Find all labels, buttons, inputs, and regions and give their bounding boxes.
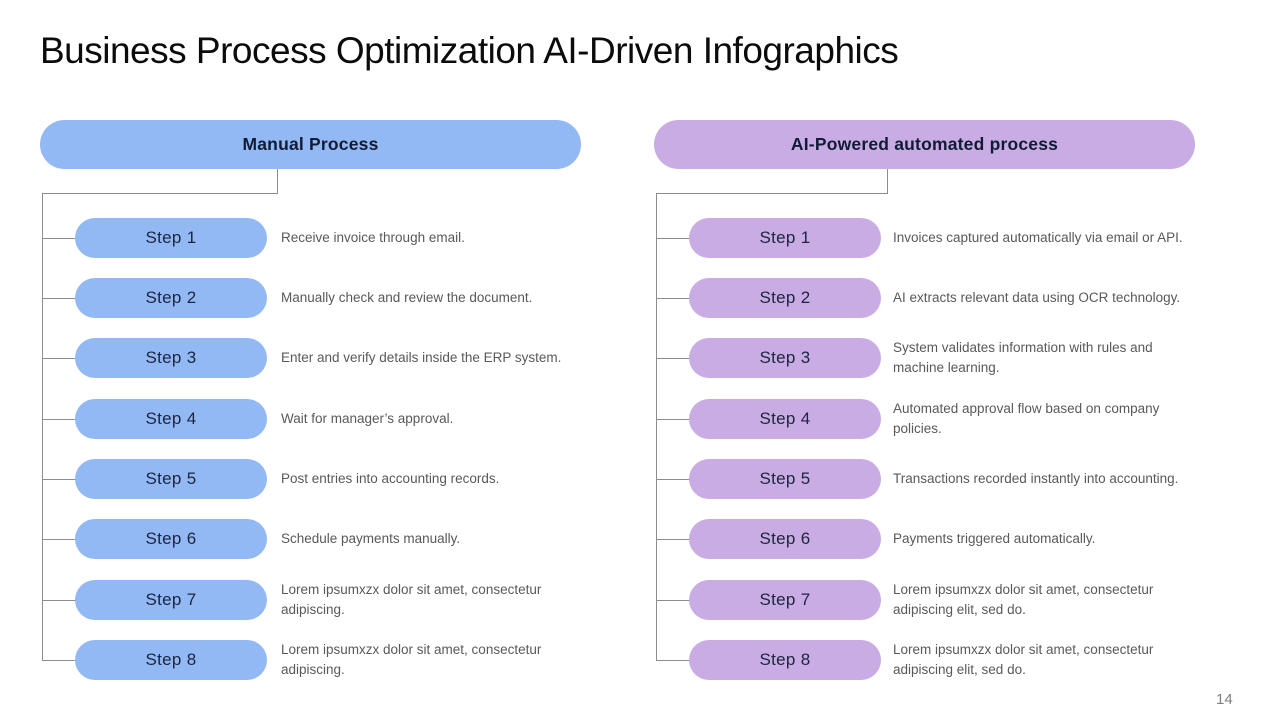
connector-branch xyxy=(42,419,76,420)
step-label: Step 7 xyxy=(759,590,811,609)
connector-branch xyxy=(656,419,690,420)
connector-branch xyxy=(42,238,76,239)
manual-step-3-pill[interactable]: Step 3 xyxy=(75,338,267,378)
connector-line xyxy=(656,193,657,660)
manual-step-3-description: Enter and verify details inside the ERP … xyxy=(281,350,562,366)
ai-process-header-label: AI-Powered automated process xyxy=(790,134,1059,154)
step-label: Step 3 xyxy=(145,348,197,367)
step-label: Step 8 xyxy=(145,650,197,669)
manual-step-2-description: Manually check and review the document. xyxy=(281,290,533,306)
ai-step-6-description: Payments triggered automatically. xyxy=(893,531,1096,547)
ai-step-8-pill[interactable]: Step 8 xyxy=(689,640,881,680)
manual-step-8-description: Lorem ipsumxzx dolor sit amet, consectet… xyxy=(281,642,542,677)
manual-step-4-pill[interactable]: Step 4 xyxy=(75,399,267,439)
ai-step-5-pill[interactable]: Step 5 xyxy=(689,459,881,499)
ai-step-7-pill[interactable]: Step 7 xyxy=(689,580,881,620)
step-label: Step 4 xyxy=(145,409,197,428)
manual-step-1-pill[interactable]: Step 1 xyxy=(75,218,267,258)
step-label: Step 6 xyxy=(145,529,197,548)
manual-step-6-pill[interactable]: Step 6 xyxy=(75,519,267,559)
manual-step-7-pill[interactable]: Step 7 xyxy=(75,580,267,620)
connector-line xyxy=(42,193,43,660)
manual-step-1-description: Receive invoice through email. xyxy=(281,230,465,246)
connector-branch xyxy=(656,660,690,661)
step-label: Step 2 xyxy=(759,288,811,307)
connector-line xyxy=(656,193,888,194)
connector-branch xyxy=(656,539,690,540)
connector-line xyxy=(42,193,278,194)
manual-step-7-description: Lorem ipsumxzx dolor sit amet, consectet… xyxy=(281,582,542,617)
ai-process-header-pill[interactable]: AI-Powered automated process xyxy=(654,120,1195,169)
connector-branch xyxy=(656,298,690,299)
page-number: 14 xyxy=(1216,691,1233,708)
manual-process-header-pill[interactable]: Manual Process xyxy=(40,120,581,169)
ai-step-2-pill[interactable]: Step 2 xyxy=(689,278,881,318)
step-label: Step 8 xyxy=(759,650,811,669)
page-title: Business Process Optimization AI-Driven … xyxy=(40,30,899,71)
step-label: Step 7 xyxy=(145,590,197,609)
connector-branch xyxy=(656,479,690,480)
connector-line xyxy=(277,169,278,194)
manual-step-5-description: Post entries into accounting records. xyxy=(281,471,500,487)
step-label: Step 2 xyxy=(145,288,197,307)
step-label: Step 5 xyxy=(145,469,197,488)
manual-step-2-pill[interactable]: Step 2 xyxy=(75,278,267,318)
manual-process-header-label: Manual Process xyxy=(242,134,379,154)
manual-step-6-description: Schedule payments manually. xyxy=(281,531,461,547)
step-label: Step 3 xyxy=(759,348,811,367)
ai-step-3-description: System validates information with rules … xyxy=(893,340,1153,375)
connector-branch xyxy=(656,600,690,601)
step-label: Step 6 xyxy=(759,529,811,548)
ai-step-2-description: AI extracts relevant data using OCR tech… xyxy=(893,290,1181,306)
connector-branch xyxy=(42,358,76,359)
connector-branch xyxy=(42,600,76,601)
manual-step-4-description: Wait for manager’s approval. xyxy=(281,411,454,427)
step-label: Step 1 xyxy=(145,228,197,247)
step-label: Step 5 xyxy=(759,469,811,488)
ai-step-7-description: Lorem ipsumxzx dolor sit amet, consectet… xyxy=(893,582,1154,617)
connector-line xyxy=(887,169,888,194)
step-label: Step 1 xyxy=(759,228,811,247)
step-label: Step 4 xyxy=(759,409,811,428)
ai-step-1-description: Invoices captured automatically via emai… xyxy=(893,230,1183,246)
connector-branch xyxy=(42,298,76,299)
connector-branch xyxy=(42,479,76,480)
manual-step-8-pill[interactable]: Step 8 xyxy=(75,640,267,680)
ai-step-1-pill[interactable]: Step 1 xyxy=(689,218,881,258)
connector-branch xyxy=(656,238,690,239)
ai-step-4-pill[interactable]: Step 4 xyxy=(689,399,881,439)
ai-step-4-description: Automated approval flow based on company… xyxy=(893,401,1160,436)
connector-branch xyxy=(42,539,76,540)
connector-branch xyxy=(42,660,76,661)
manual-step-5-pill[interactable]: Step 5 xyxy=(75,459,267,499)
ai-step-3-pill[interactable]: Step 3 xyxy=(689,338,881,378)
ai-step-5-description: Transactions recorded instantly into acc… xyxy=(893,471,1179,487)
connector-branch xyxy=(656,358,690,359)
ai-step-6-pill[interactable]: Step 6 xyxy=(689,519,881,559)
ai-step-8-description: Lorem ipsumxzx dolor sit amet, consectet… xyxy=(893,642,1154,677)
